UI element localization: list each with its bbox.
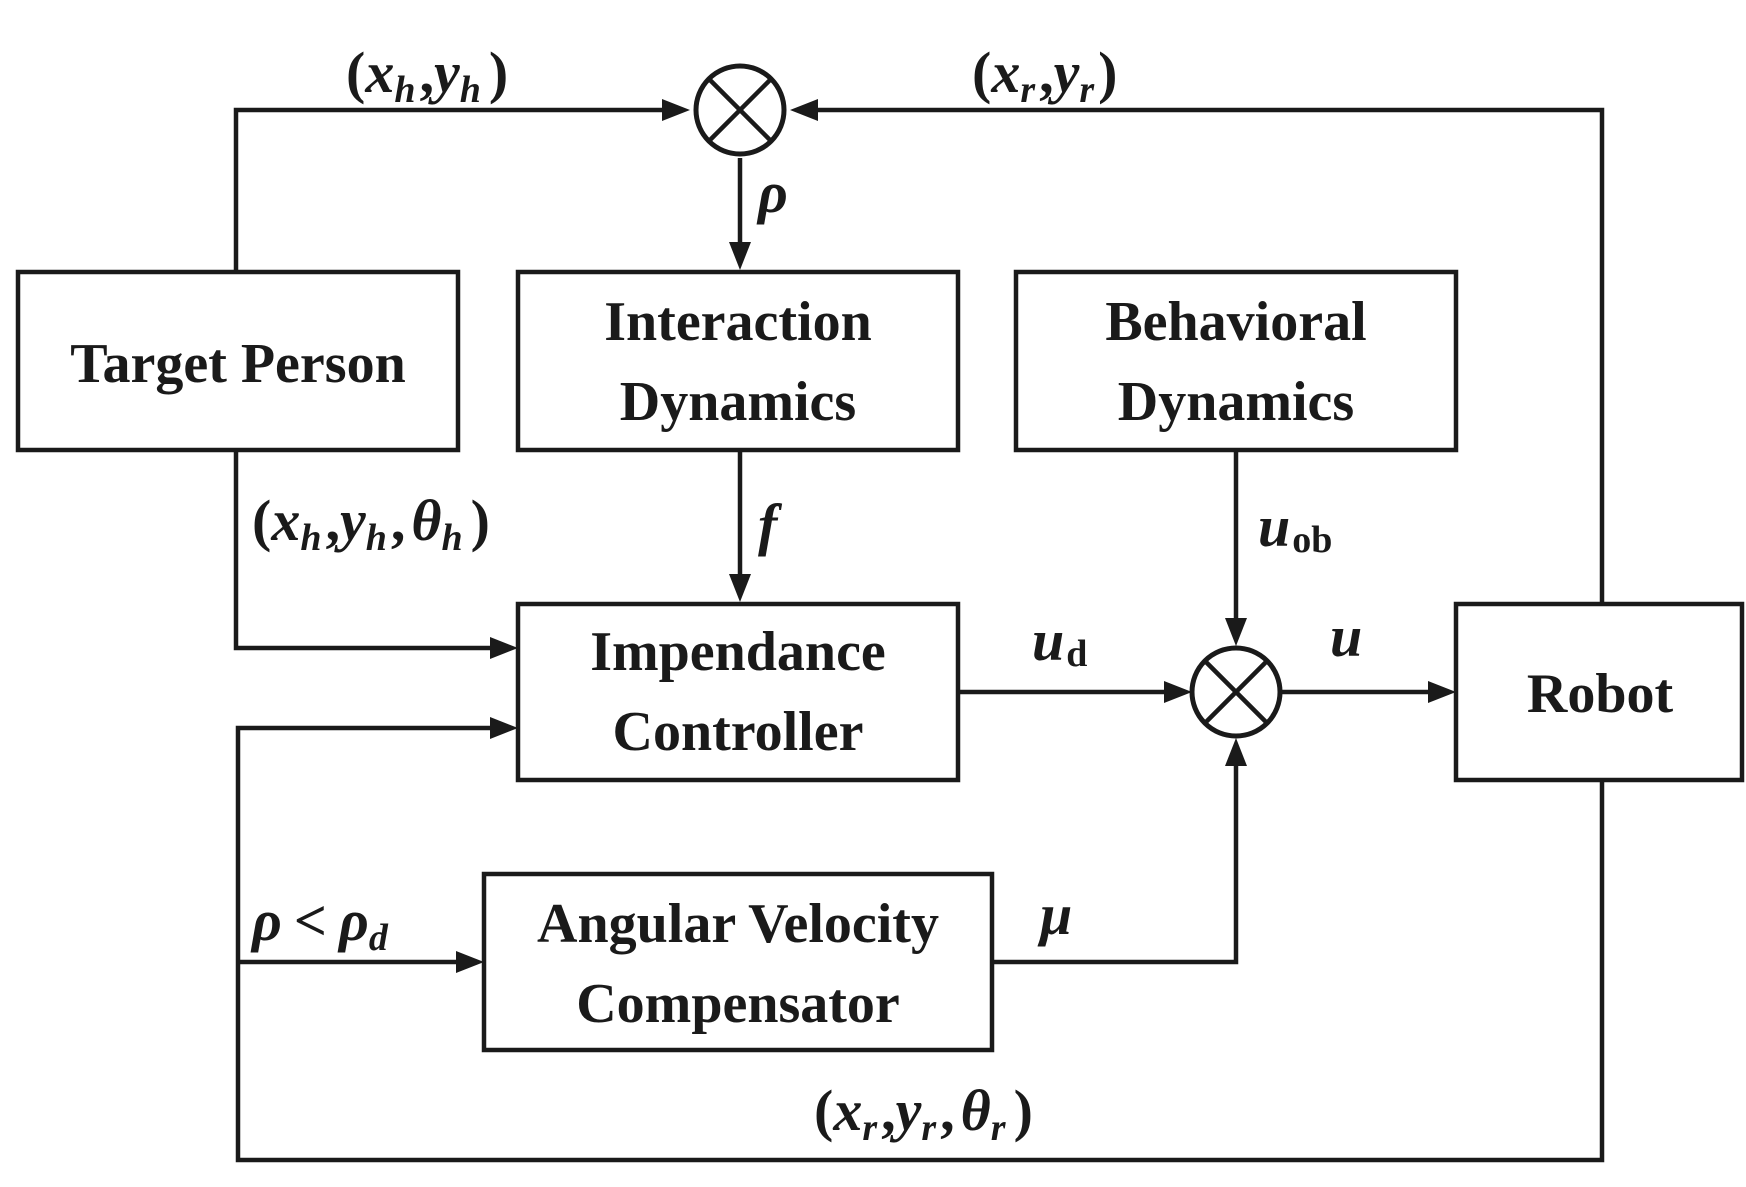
block-target-person: Target Person: [15, 269, 461, 453]
right-multiply-junction: [1189, 645, 1283, 739]
block-angular-velocity-compensator: Angular Velocity Compensator: [481, 871, 995, 1053]
behavioral-dynamics-label-2: Dynamics: [1118, 371, 1354, 433]
signal-human-position: (xh,yh): [346, 40, 508, 111]
block-behavioral-dynamics: Behavioral Dynamics: [1013, 269, 1459, 453]
interaction-dynamics-label-1: Interaction: [604, 291, 872, 353]
target-person-label: Target Person: [70, 333, 405, 395]
signal-rho: ρ: [756, 160, 788, 225]
signal-condition: ρ<ρd: [250, 888, 389, 959]
line-human-pose: [233, 450, 504, 651]
arrowhead-right-junction-top: [1225, 618, 1247, 646]
signal-mu: μ: [1037, 882, 1072, 947]
signal-u-d: ud: [1032, 608, 1087, 675]
arrowhead-top-junction-right: [790, 99, 818, 121]
signal-robot-pose: (xr,yr,θr): [814, 1078, 1033, 1149]
arrowhead-robot: [1428, 681, 1456, 703]
line-target-to-top-junction: [233, 107, 678, 270]
line-robot-pose-feedback: [235, 725, 1605, 1163]
arrowhead-controller-human: [490, 637, 518, 659]
line-robot-to-top-junction: [802, 107, 1605, 602]
interaction-dynamics-label-2: Dynamics: [620, 371, 856, 433]
compensator-label-1: Angular Velocity: [537, 893, 939, 955]
arrowhead-interaction: [729, 242, 751, 270]
arrowhead-controller-top: [729, 574, 751, 602]
block-robot: Robot: [1453, 601, 1745, 783]
block-impedance-controller: Impendance Controller: [515, 601, 961, 783]
top-multiply-junction: [693, 63, 787, 157]
arrowhead-compensator: [456, 951, 484, 973]
arrowhead-right-junction-bottom: [1225, 738, 1247, 766]
block-interaction-dynamics: Interaction Dynamics: [515, 269, 961, 453]
signal-u: u: [1330, 604, 1362, 669]
arrowhead-top-junction-left: [662, 99, 690, 121]
signal-force: f: [758, 492, 783, 557]
signal-u-ob: uob: [1258, 494, 1332, 561]
robot-label: Robot: [1527, 663, 1674, 725]
compensator-label-2: Compensator: [576, 973, 900, 1035]
signal-human-pose: (xh,yh,θh): [252, 488, 490, 559]
impedance-controller-label-1: Impendance: [590, 621, 886, 683]
arrowhead-controller-robot: [490, 717, 518, 739]
behavioral-dynamics-label-1: Behavioral: [1105, 291, 1366, 353]
signal-robot-position: (xr,yr): [972, 40, 1118, 111]
impedance-controller-label-2: Controller: [613, 701, 864, 763]
line-mu: [994, 750, 1239, 965]
arrowhead-right-junction-left: [1164, 681, 1192, 703]
